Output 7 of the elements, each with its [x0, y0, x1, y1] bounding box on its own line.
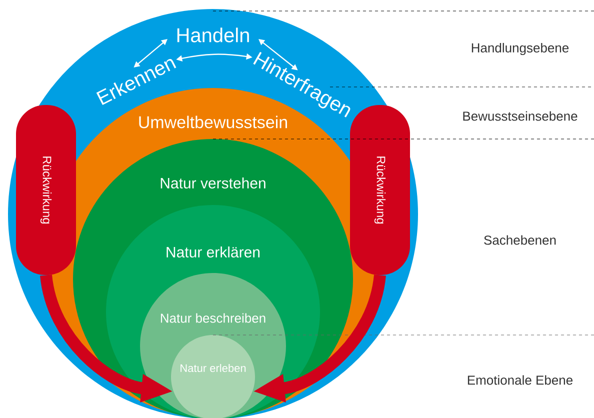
feedback-band: Rückwirkung [16, 105, 76, 275]
level-label: Sachebenen [484, 235, 556, 245]
feedback-band: Rückwirkung [350, 105, 410, 275]
level-label: Bewusstseinsebene [463, 111, 578, 121]
level-label: Emotionale Ebene [468, 375, 573, 385]
level-label: Handlungsebene [472, 42, 569, 56]
stage-word: Handeln [177, 28, 249, 42]
